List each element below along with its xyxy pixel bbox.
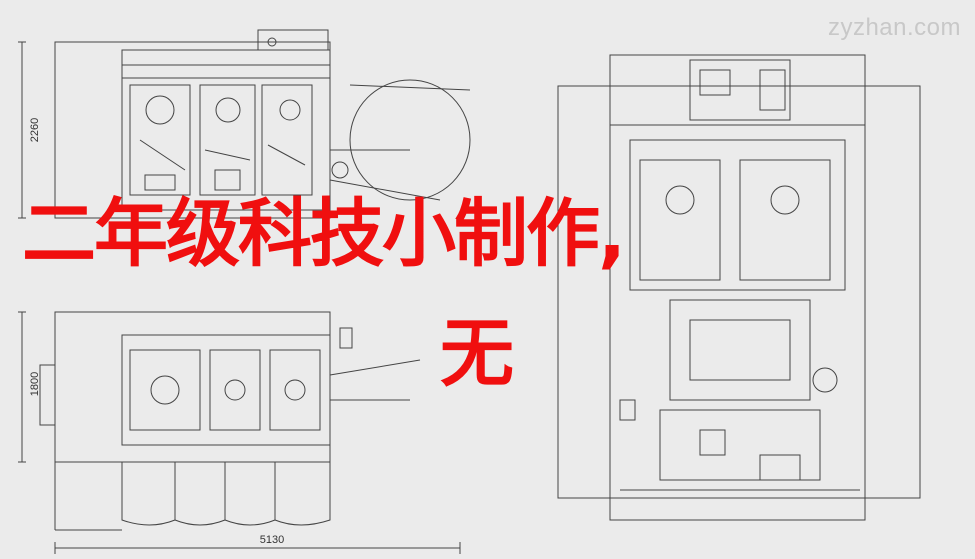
dimension-1800: 1800 (29, 372, 41, 396)
headline-line-2: 无 (440, 311, 514, 397)
dimension-2260: 2260 (29, 118, 41, 142)
headline-line-1: 二年级科技小制作, (22, 191, 626, 277)
watermark: zyzhan.com (827, 14, 961, 41)
top-view-drawing (18, 29, 471, 219)
side-view-drawing (18, 311, 461, 554)
dimension-5130: 5130 (260, 534, 284, 546)
front-view-drawing (557, 54, 921, 521)
